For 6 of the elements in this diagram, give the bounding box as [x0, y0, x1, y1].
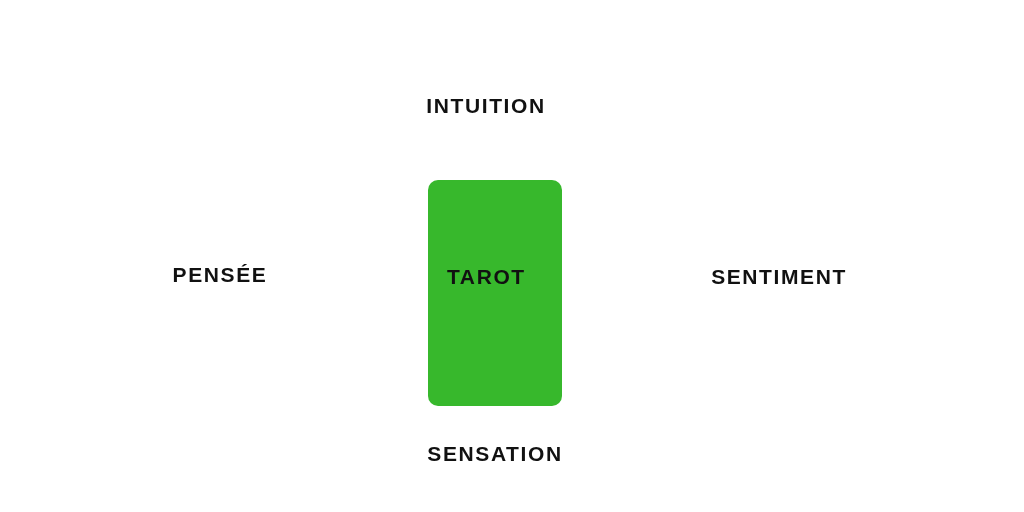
function-label: SENTIMENT: [711, 265, 847, 289]
card-title: TAROT: [447, 265, 526, 289]
function-label: SENSATION: [427, 442, 563, 466]
function-label: PENSÉE: [172, 263, 268, 287]
function-label: INTUITION: [426, 94, 546, 118]
card-box: [428, 180, 562, 406]
